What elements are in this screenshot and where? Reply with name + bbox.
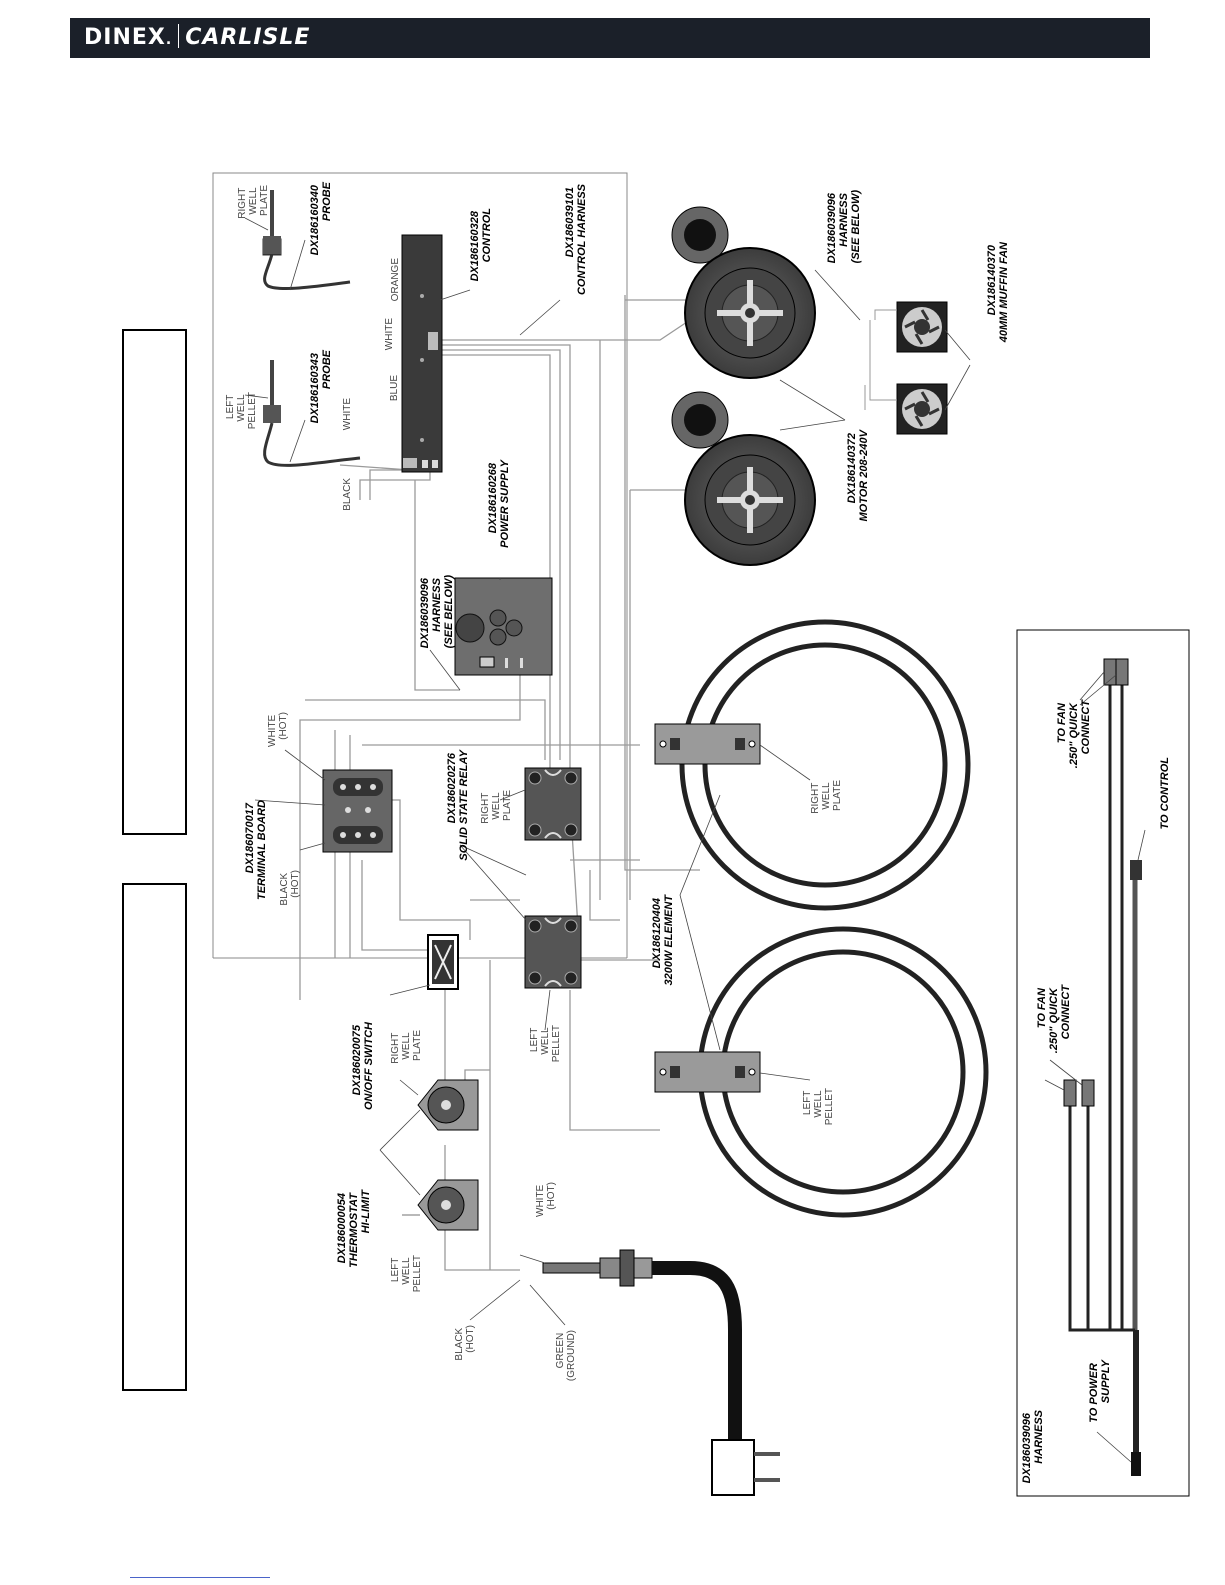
brand-logo: DINEX. CARLISLE <box>84 24 310 50</box>
left-pellet-probe <box>263 360 361 467</box>
brand-separator <box>178 24 180 48</box>
label-switch-part: DX186020075 ON/OFF SWITCH <box>351 1021 375 1110</box>
brand-dinex: DINEX <box>84 25 166 50</box>
footer-link-underline[interactable] <box>130 1577 270 1578</box>
label-left-pellet-probe-loc: LEFT WELL PELLET <box>225 392 258 429</box>
label-ssr-left-loc: LEFT WELL PELLET <box>529 1025 562 1062</box>
heating-element-right <box>654 619 971 911</box>
harness-detail <box>1063 658 1142 1476</box>
label-right-plate-probe-part: DX186160340 PROBE <box>309 181 333 255</box>
label-white-hot-tb: WHITE (HOT) <box>267 712 289 747</box>
label-motor-part: DX186140372 MOTOR 208-240V <box>846 428 870 521</box>
brand-dot: . <box>165 32 173 48</box>
label-to-control: TO CONTROL <box>1159 757 1171 830</box>
label-control-harness-part: DX186039101 CONTROL HARNESS <box>564 183 588 295</box>
label-wire-orange: ORANGE <box>390 258 401 302</box>
label-right-plate-probe-loc: RIGHT WELL PLATE <box>237 185 270 219</box>
label-ssr-part: DX186020276 SOLID STATE RELAY <box>446 748 470 860</box>
power-cord <box>542 1249 780 1496</box>
solid-state-relay-left <box>524 915 582 989</box>
muffin-fan-top <box>896 301 948 353</box>
motor-top <box>671 206 816 379</box>
label-cord-black-hot: BLACK (HOT) <box>454 1325 476 1361</box>
thermostat-left <box>417 1179 479 1231</box>
label-element-left-loc: LEFT WELL PELLET <box>802 1088 835 1125</box>
label-wire-white-probe: WHITE <box>342 398 353 431</box>
label-harness-detail-part: DX186039096 HARNESS <box>1021 1409 1045 1483</box>
label-wire-black-probe: BLACK <box>342 478 353 511</box>
label-muffin-fan-part: DX186140370 40MM MUFFIN FAN <box>986 241 1010 343</box>
power-supply <box>454 577 553 676</box>
solid-state-relay-right <box>524 767 582 841</box>
empty-box-upper <box>122 329 187 835</box>
label-wire-blue: BLUE <box>389 375 400 401</box>
motor-bottom <box>671 391 816 566</box>
label-left-pellet-probe-part: DX186160343 PROBE <box>309 349 333 423</box>
label-cord-green-ground: GREEN (GROUND) <box>555 1330 577 1381</box>
empty-box-lower <box>122 883 187 1391</box>
control-board <box>401 234 443 473</box>
thermostat-right <box>417 1079 479 1131</box>
label-thermostat-part: DX186000054 THERMOSTAT HI-LIMIT <box>336 1189 372 1268</box>
label-thermo-right-loc: RIGHT WELL PLATE <box>390 1030 423 1064</box>
terminal-board <box>322 769 393 853</box>
label-wire-white-ctrl: WHITE <box>384 318 395 351</box>
diagram-labels: RIGHT WELL PLATE DX186160340 PROBE LEFT … <box>225 181 1171 1483</box>
label-harness-top-part: DX186039096 HARNESS (SEE BELOW) <box>826 190 862 264</box>
label-power-supply-part: DX186160268 POWER SUPPLY <box>487 458 511 547</box>
label-terminal-board-part: DX186070017 TERMINAL BOARD <box>244 800 268 900</box>
heating-element-left <box>654 926 989 1218</box>
label-cord-white-hot: WHITE (HOT) <box>535 1182 557 1217</box>
on-off-switch <box>427 934 459 990</box>
brand-carlisle: CARLISLE <box>185 25 311 50</box>
muffin-fan-bottom <box>896 383 948 435</box>
label-to-fan-left: TO FAN .250" QUICK CONNECT <box>1036 984 1072 1053</box>
label-to-fan-right: TO FAN .250" QUICK CONNECT <box>1056 699 1092 768</box>
harness-detail-box <box>1016 629 1190 1497</box>
label-thermo-left-loc: LEFT WELL PELLET <box>390 1255 423 1292</box>
enclosure-outline <box>212 172 628 958</box>
label-to-power-supply: TO POWER SUPPLY <box>1088 1358 1112 1422</box>
label-harness-mid-part: DX186039096 HARNESS (SEE BELOW) <box>419 575 455 649</box>
label-element-right-loc: RIGHT WELL PLATE <box>810 780 843 814</box>
label-control-part: DX186160328 CONTROL <box>469 208 493 282</box>
label-element-part: DX186120404 3200W ELEMENT <box>651 894 675 986</box>
header-bar: DINEX. CARLISLE <box>70 18 1150 58</box>
label-black-hot-tb: BLACK (HOT) <box>279 870 301 906</box>
right-plate-probe <box>262 190 351 291</box>
label-ssr-right-loc: RIGHT WELL PLATE <box>480 790 513 824</box>
